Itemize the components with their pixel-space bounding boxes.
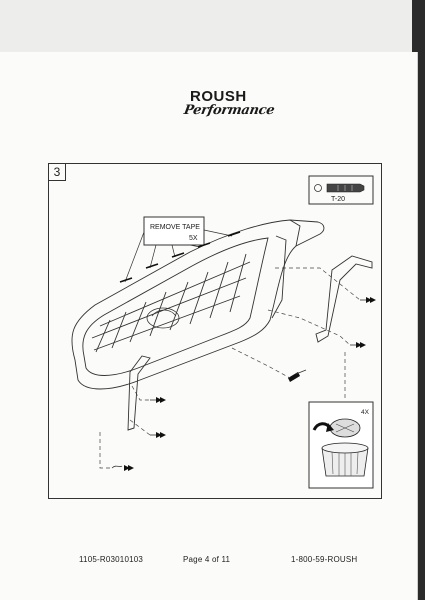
brand-logo: ROUSH: [190, 88, 247, 105]
remove-tape-callout: REMOVE TAPE 5X: [124, 216, 233, 283]
torx-bit-icon: [314, 184, 322, 192]
right-bracket: [315, 255, 373, 343]
step-frame: 3: [48, 163, 382, 499]
callout-text: REMOVE TAPE: [150, 224, 200, 231]
fastener-screws: [111, 297, 376, 471]
detail-count: 4X: [361, 409, 370, 416]
clip-detail-box: 4X: [308, 401, 374, 489]
tool-box: T-20: [308, 175, 374, 205]
footer-page-number: Page 4 of 11: [183, 555, 231, 564]
footer-phone: 1-800-59-ROUSH: [291, 555, 358, 564]
dashed-leaders: [99, 267, 361, 469]
left-bracket: [127, 355, 151, 431]
footer-part-number: 1105-R03010103: [79, 555, 144, 564]
tool-label: T-20: [331, 196, 345, 203]
grille-outline: [71, 219, 325, 390]
callout-count: 5X: [189, 235, 198, 242]
instruction-page: [0, 52, 418, 600]
step-number: 3: [49, 164, 66, 181]
screwdriver-icon: [326, 183, 365, 193]
